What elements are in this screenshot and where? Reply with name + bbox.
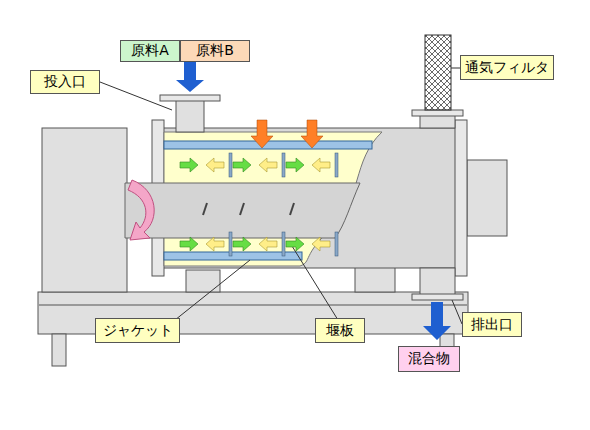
rotation-arrow [128, 180, 154, 240]
motor-housing [42, 128, 127, 292]
vent-filter [425, 35, 451, 110]
label-box: 混合物 [398, 346, 460, 372]
end-bearing [467, 160, 507, 236]
label-box: 投入口 [30, 70, 100, 94]
label-box: 排出口 [462, 312, 522, 337]
paddle-mark [203, 203, 207, 215]
label-text: 原料A [131, 43, 169, 58]
leader-line [292, 246, 338, 320]
leader-line [452, 300, 462, 324]
weir-plate [282, 153, 285, 177]
label-text: 原料B [196, 43, 234, 58]
leader-line [100, 82, 172, 110]
label-box: 堰板 [315, 318, 365, 343]
frame-leg [52, 334, 66, 366]
label-box: 原料A [120, 40, 180, 62]
feed-arrow [176, 62, 204, 92]
label-text: ジャケット [103, 323, 173, 338]
label-text: 排出口 [471, 317, 513, 332]
weir-plate [335, 153, 338, 177]
flow-arrow [286, 158, 304, 172]
jacket-band [164, 252, 302, 260]
drum-support [355, 266, 395, 292]
flow-arrow [312, 158, 330, 172]
discharge-arrow [423, 302, 451, 340]
flow-arrow [259, 158, 277, 172]
vent-flange [412, 110, 463, 116]
inlet-pipe [176, 100, 204, 132]
flow-arrow [233, 158, 251, 172]
heat-arrow [251, 120, 273, 148]
weir-plate [335, 232, 338, 256]
flow-arrow [233, 237, 251, 251]
label-text: 通気フィルタ [465, 60, 549, 75]
flow-arrow [312, 237, 330, 251]
label-text: 投入口 [44, 74, 86, 89]
label-text: 混合物 [408, 351, 450, 366]
inlet-flange [160, 95, 220, 101]
label-box: 原料B [180, 40, 250, 62]
flow-arrow [180, 158, 198, 172]
flow-arrow [206, 237, 224, 251]
leader-line [451, 68, 460, 69]
paddle-mark [290, 203, 294, 215]
weir-plate [282, 232, 285, 256]
mixing-shaft [125, 183, 360, 238]
weir-plate [229, 153, 232, 177]
leader-line [175, 260, 250, 320]
label-box: ジャケット [95, 318, 180, 343]
paddle-mark [240, 203, 244, 215]
flow-arrow [286, 237, 304, 251]
flow-arrows [180, 153, 338, 256]
flow-arrow [180, 237, 198, 251]
flow-arrow [259, 237, 277, 251]
weir-plate [229, 232, 232, 256]
base-rail [38, 304, 468, 306]
jacket-band [164, 141, 372, 149]
outlet-flange [412, 294, 463, 300]
outlet-pipe [420, 268, 455, 295]
label-box: 通気フィルタ [460, 55, 554, 80]
heat-arrow [301, 120, 323, 148]
flow-arrow [206, 158, 224, 172]
drum-flange [455, 120, 467, 276]
label-text: 堰板 [326, 323, 354, 338]
